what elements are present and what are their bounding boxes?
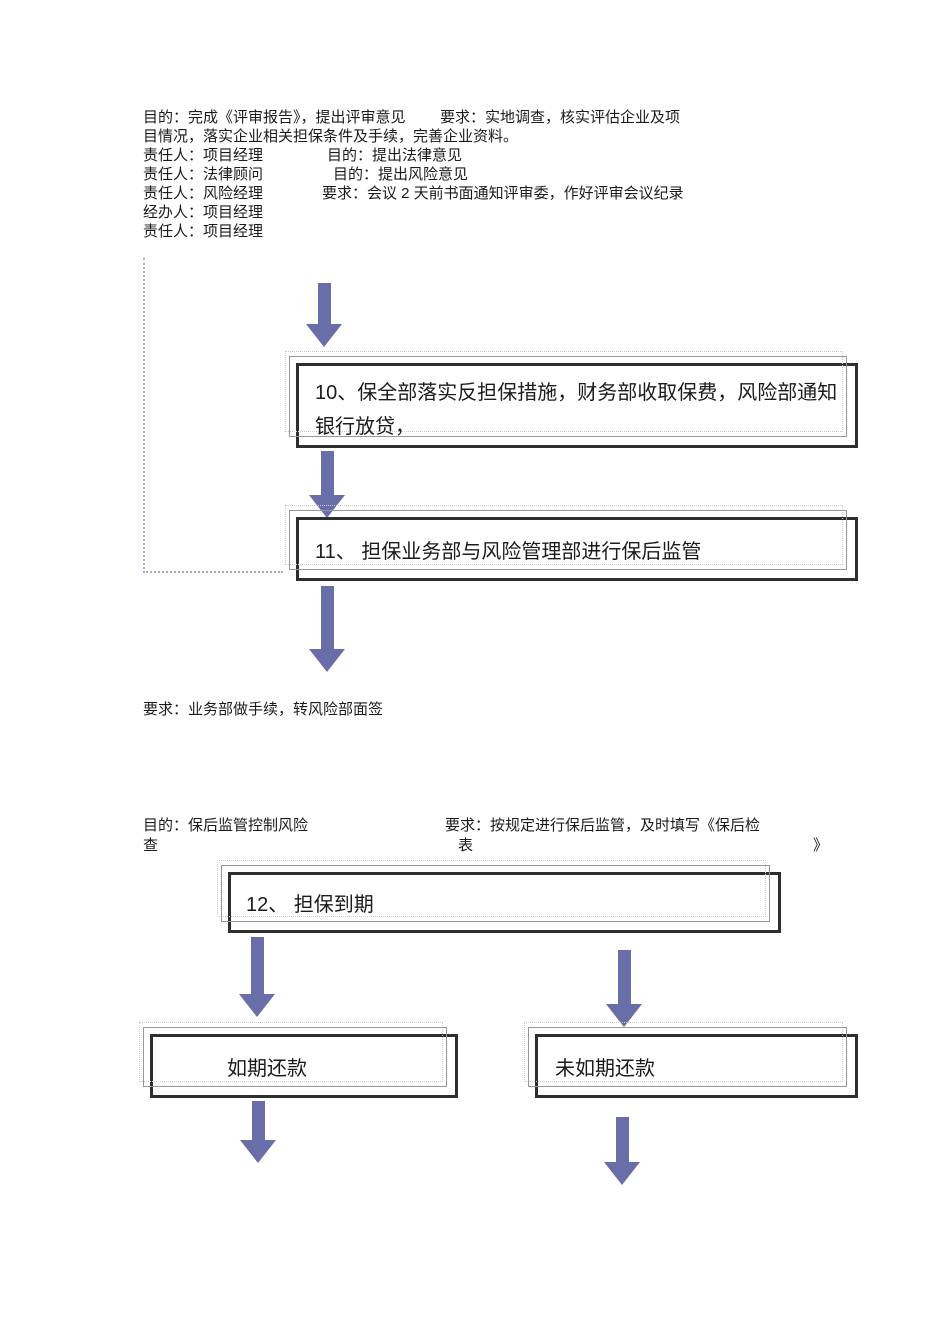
arrow-stem (251, 1101, 265, 1140)
annotation-line: 责任人：风险经理 要求：会议 2 天前书面通知评审委，作好评审会议纪录 (143, 184, 684, 203)
requirement-text: 要求：实地调查，核实评估企业及项 (440, 109, 681, 126)
wrapped-char: 查 (143, 837, 159, 854)
purpose-text: 目的：保后监管控制风险 (143, 817, 309, 834)
down-arrow-to-overdue (606, 950, 642, 1027)
arrow-stem (320, 586, 334, 649)
flow-box-label: 12、 担保到期 (246, 894, 374, 916)
flow-box-step10: 10、保全部落实反担保措施，财务部收取保费，风险部通知银行放贷， (285, 351, 858, 448)
down-arrow-after-ontime (240, 1101, 276, 1163)
purpose-text: 目的：提出风险意见 (333, 166, 469, 183)
annotation-line: 目的：保后监管控制风险 要求：按规定进行保后监管，及时填写《保后检 (143, 816, 760, 835)
flow-box-overdue-repayment: 未如期还款 (524, 1022, 858, 1098)
purpose-text: 目的：提出法律意见 (327, 147, 463, 164)
down-arrow-after-overdue (604, 1117, 640, 1185)
arrow-stem (617, 950, 631, 1004)
arrow-head (309, 649, 345, 672)
requirement-text: 要求：按规定进行保后监管，及时填写《保后检 (445, 817, 761, 834)
flow-box-step11: 11、 担保业务部与风险管理部进行保后监管 (285, 505, 858, 581)
annotation-line: 目的：完成《评审报告》，提出评审意见 要求：实地调查，核实评估企业及项 (143, 108, 680, 127)
flow-box-label: 10、保全部落实反担保措施，财务部收取保费，风险部通知银行放贷， (315, 382, 838, 438)
arrow-stem (615, 1117, 629, 1162)
annotation-line: 目情况，落实企业相关担保条件及手续，完善企业资料。 (143, 127, 518, 146)
requirement-text: 要求：业务部做手续，转风险部面签 (143, 701, 384, 718)
arrow-head (239, 994, 275, 1017)
arrow-head (606, 1004, 642, 1027)
arrow-stem (317, 283, 331, 324)
responsible-text: 责任人：法律顾问 (143, 166, 264, 183)
down-arrow-after-step11 (309, 586, 345, 672)
arrow-stem (250, 937, 264, 994)
mid-requirement-note: 要求：业务部做手续，转风险部面签 (143, 700, 643, 719)
annotation-line: 责任人：法律顾问 目的：提出风险意见 (143, 165, 468, 184)
arrow-stem (320, 451, 334, 495)
purpose-text: 目的：完成《评审报告》，提出评审意见 (143, 109, 406, 126)
down-arrow-to-step10 (306, 283, 342, 347)
wrapped-char: 表 (458, 837, 474, 854)
wrapped-char: 》 (813, 837, 829, 854)
requirement-text: 要求：会议 2 天前书面通知评审委，作好评审会议纪录 (322, 185, 684, 202)
flow-box-label: 如期还款 (227, 1057, 307, 1080)
responsible-text: 责任人：风险经理 (143, 185, 264, 202)
annotation-line: 查 表 》 (143, 836, 828, 855)
arrow-head (604, 1162, 640, 1185)
flow-box-label: 未如期还款 (555, 1057, 655, 1080)
arrow-head (306, 324, 342, 347)
responsible-text: 责任人：项目经理 (143, 147, 264, 164)
requirement-text-wrap: 目情况，落实企业相关担保条件及手续，完善企业资料。 (143, 128, 519, 145)
flow-box-step12: 12、 担保到期 (217, 860, 781, 933)
down-arrow-to-ontime (239, 937, 275, 1017)
dashed-region-outline (143, 258, 283, 573)
flow-box-label: 11、 担保业务部与风险管理部进行保后监管 (315, 540, 702, 563)
responsible-text: 责任人：项目经理 (143, 223, 264, 240)
arrow-head (309, 495, 345, 518)
annotation-line: 责任人：项目经理 目的：提出法律意见 (143, 146, 462, 165)
flow-box-ontime-repayment: 如期还款 (139, 1022, 458, 1098)
handler-text: 经办人：项目经理 (143, 204, 264, 221)
arrow-head (240, 1140, 276, 1163)
annotation-line: 责任人：项目经理 (143, 222, 263, 241)
annotation-line: 经办人：项目经理 (143, 203, 263, 222)
down-arrow-to-step11 (309, 451, 345, 518)
